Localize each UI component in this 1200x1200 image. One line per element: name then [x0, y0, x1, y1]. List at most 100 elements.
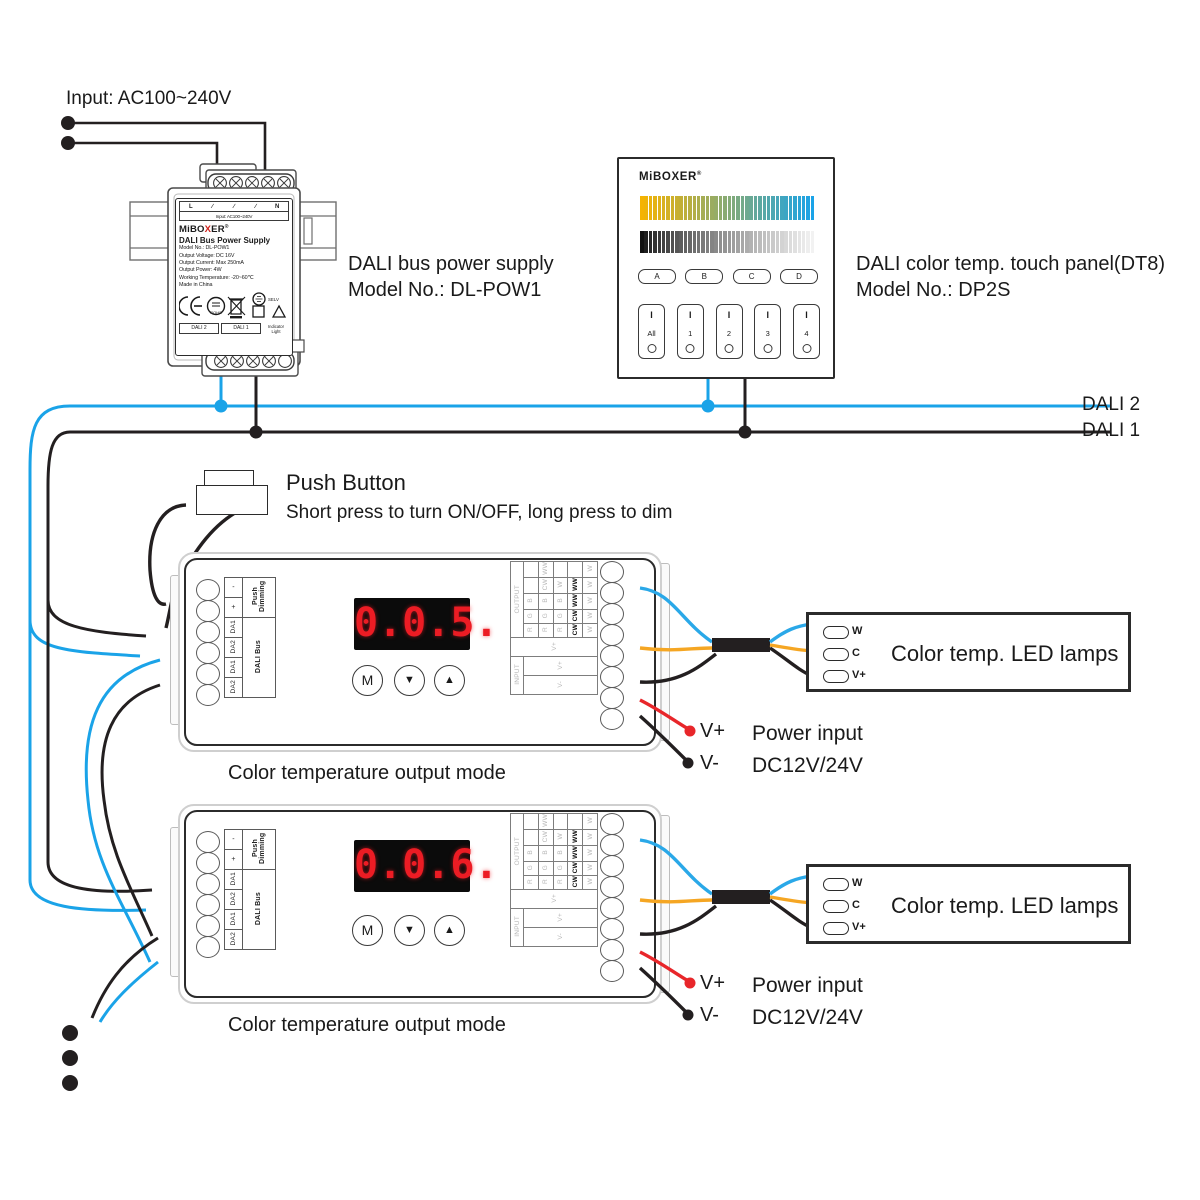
- switch-button-4[interactable]: I 4: [793, 304, 820, 359]
- ctrl2-vplus-label: V+: [700, 972, 726, 994]
- brightness-bar-segment: [780, 231, 784, 253]
- zone-button-d[interactable]: D: [779, 269, 818, 284]
- switch-on-glyph-3[interactable]: I: [766, 310, 770, 320]
- brightness-bar-segment: [692, 231, 697, 253]
- controller-1-right-terminal-table: OUTPUT WW W CW W WW W B B: [510, 560, 598, 696]
- controller-2-down-button[interactable]: ▼: [394, 915, 425, 946]
- switch-label-4: 4: [804, 329, 809, 338]
- controller-2-left-screws[interactable]: [196, 831, 222, 958]
- switch-off-glyph-2[interactable]: [724, 344, 734, 353]
- controller-1-left-screws[interactable]: [196, 579, 222, 706]
- brightness-bar-segment: [688, 231, 692, 253]
- switch-on-glyph-1[interactable]: I: [688, 310, 692, 320]
- lamp2-terminal-w-pill: [823, 878, 849, 891]
- wire-chain-dali1-ctrl1-ctrl2: [100, 683, 161, 937]
- input-vminus-pin-2: V-: [523, 927, 598, 948]
- controller-1-right-screws[interactable]: [600, 561, 626, 730]
- ct-bar-segment: [753, 196, 758, 220]
- ct-bar-segment: [766, 196, 771, 220]
- brightness-bar-segment: [661, 231, 666, 253]
- controller-1-up-button[interactable]: ▲: [434, 665, 465, 696]
- out-r4-c4: W: [582, 622, 598, 639]
- brightness-bar-segment: [710, 231, 714, 253]
- wire-pushbutton-a: [148, 503, 187, 606]
- ct-bar-segment: [670, 196, 675, 220]
- switch-label-2: 2: [726, 329, 732, 338]
- brightness-bar-segment: [749, 231, 753, 253]
- rohs-icon: ROHS: [206, 296, 226, 315]
- ct-bar-segment: [749, 196, 753, 220]
- wire-ctrl2-ww: [639, 838, 713, 896]
- weee-bin-icon: [227, 296, 246, 318]
- dali-pin-da2-b: DA2: [224, 677, 243, 698]
- switch-off-glyph-3[interactable]: [763, 344, 773, 353]
- lamp1-terminal-vplus-pill: [823, 670, 849, 683]
- brightness-bar-segment: [644, 231, 648, 253]
- dali-color-temp-touch-panel[interactable]: MiBOXER® A B C D I All I 1 I 2: [617, 157, 835, 379]
- wire-chain-dali1-out: [90, 936, 159, 1019]
- switch-off-glyph-4[interactable]: [802, 344, 811, 353]
- brightness-bar-segment: [784, 231, 788, 253]
- in-screw-vminus[interactable]: [600, 708, 624, 730]
- ct-bar-segment: [775, 196, 780, 220]
- switch-button-all[interactable]: I All: [638, 304, 665, 359]
- ct-bar-segment: [688, 196, 692, 220]
- junction-psu-dali1: [249, 425, 263, 439]
- brightness-bar-segment: [806, 231, 810, 253]
- color-temperature-slider[interactable]: [640, 196, 815, 220]
- lamp-box-1: W C V+ Color temp. LED lamps: [806, 612, 1131, 692]
- psu-spec-4: Working Temperature: -20~60℃: [179, 274, 254, 281]
- svg-text:ROHS: ROHS: [210, 310, 222, 315]
- in2-screw-vminus[interactable]: [600, 960, 624, 982]
- controller-2-left-terminal-table: - Push Dimming + DA1 DALI Bus DA2 DA1 DA…: [224, 829, 277, 950]
- wire-ctrl1-cw: [639, 646, 713, 652]
- brightness-bar-segment: [745, 231, 749, 253]
- selv-icon: SELV: [252, 291, 279, 318]
- psu-bottom-terminal-labels: DALI 2 DALI 1 Indicator Light: [179, 322, 289, 334]
- psu-indicator-label: Indicator Light: [267, 323, 285, 334]
- brightness-bar-segment: [740, 231, 745, 253]
- psu-spec-label: L ∕ ∕ ∕ N Input: AC100~240V MiBOXER® DAL…: [175, 198, 293, 356]
- switch-on-glyph-2[interactable]: I: [727, 310, 731, 320]
- controller-2-mode-button[interactable]: M: [352, 915, 383, 946]
- ct-bar-segment: [705, 196, 710, 220]
- push-button-device[interactable]: [196, 470, 288, 516]
- zone-button-b[interactable]: B: [685, 269, 724, 284]
- brightness-slider[interactable]: [640, 231, 815, 253]
- switch-off-glyph-all[interactable]: [647, 344, 656, 353]
- switch-button-2[interactable]: I 2: [715, 304, 743, 359]
- panel-caption-line2: Model No.: DP2S: [856, 279, 1011, 301]
- brightness-bar-segment: [640, 231, 644, 253]
- switch-off-glyph-1[interactable]: [685, 344, 695, 353]
- controller-2-right-screws[interactable]: [600, 813, 626, 982]
- wire-ctrl2-power-vplus: [639, 950, 691, 984]
- switch-button-row: I All I 1 I 2 I 3 I 4: [638, 304, 820, 359]
- ct-bar-segment: [661, 196, 666, 220]
- screw-da2-b[interactable]: [196, 684, 220, 706]
- wire-chain-dali2-ctrl1-ctrl2: [84, 658, 161, 963]
- psu-blank-1: ∕: [211, 203, 213, 210]
- zone-button-c[interactable]: C: [732, 269, 771, 284]
- lamp1-terminal-w-pill: [823, 626, 849, 639]
- out2-r4-c4: W: [582, 874, 598, 891]
- lamp-box-2: W C V+ Color temp. LED lamps: [806, 864, 1131, 944]
- controller-2: - Push Dimming + DA1 DALI Bus DA2 DA1 DA…: [170, 797, 670, 1012]
- psu-terminal-l: L: [188, 203, 193, 210]
- zone-button-a[interactable]: A: [638, 269, 676, 284]
- controller-2-up-button[interactable]: ▲: [434, 915, 465, 946]
- switch-button-3[interactable]: I 3: [754, 304, 782, 359]
- ct-bar-segment: [793, 196, 797, 220]
- screw2-da2-b[interactable]: [196, 936, 220, 958]
- brightness-bar-segment: [753, 231, 758, 253]
- switch-button-1[interactable]: I 1: [676, 304, 704, 359]
- switch-on-glyph-4[interactable]: I: [805, 310, 808, 320]
- push-button-base[interactable]: [196, 485, 268, 515]
- controller-1-down-button[interactable]: ▼: [394, 665, 425, 696]
- ct-bar-segment: [727, 196, 732, 220]
- switch-on-glyph-all[interactable]: I: [650, 310, 653, 320]
- controller-1-mode-button[interactable]: M: [352, 665, 383, 696]
- brightness-bar-segment: [762, 231, 767, 253]
- brightness-bar-segment: [675, 231, 679, 253]
- controller-2-right-terminal-table: OUTPUT WW W CW W WW W B B: [510, 812, 598, 948]
